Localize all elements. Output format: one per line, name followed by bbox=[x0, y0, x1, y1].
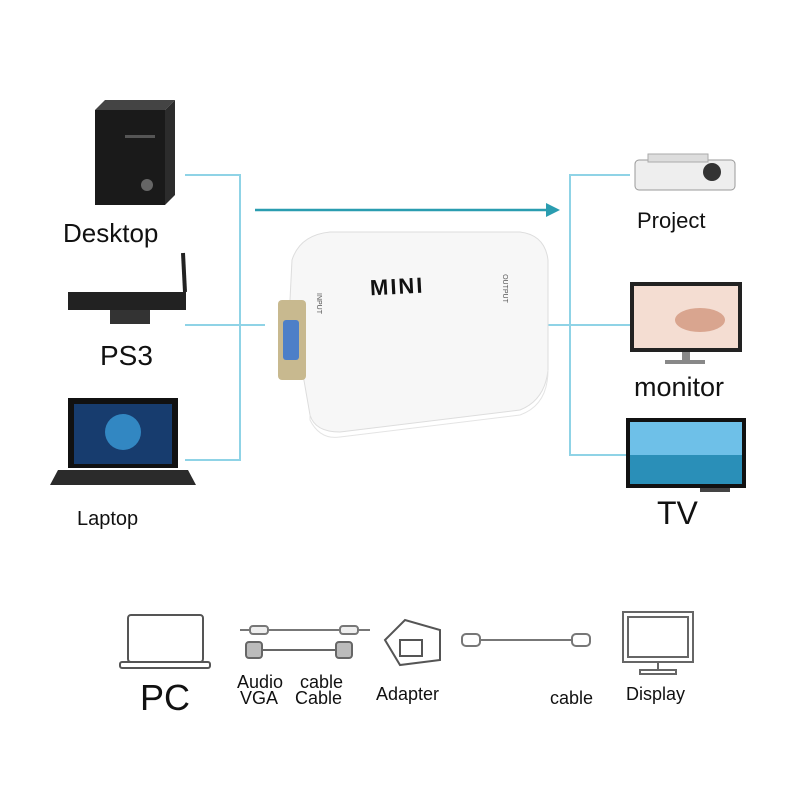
adapter-outline-icon bbox=[383, 618, 441, 667]
bottom-label-pc: PC bbox=[140, 677, 191, 718]
adapter-output-label: OUTPUT bbox=[500, 274, 508, 303]
left-bracket bbox=[185, 174, 265, 461]
bottom-label-cable: cable bbox=[300, 672, 344, 692]
adapter-device bbox=[278, 231, 549, 438]
projector-icon bbox=[634, 153, 736, 191]
pc-laptop-outline-icon bbox=[119, 614, 211, 669]
source-label-laptop: Laptop bbox=[77, 508, 139, 530]
bottom-label-hdmi-cable: cable bbox=[550, 688, 594, 708]
monitor-icon bbox=[630, 282, 742, 364]
laptop-icon bbox=[50, 398, 196, 485]
ps3-icon bbox=[68, 252, 187, 324]
audio-cable-icon bbox=[240, 625, 370, 635]
tv-icon bbox=[626, 418, 746, 492]
source-label-ps3: PS3 bbox=[100, 340, 153, 371]
bottom-label-audio: Audio bbox=[237, 672, 284, 692]
bottom-label-vga: VGA bbox=[240, 688, 279, 708]
adapter-brand: MINI bbox=[369, 272, 426, 301]
bottom-label-display: Display bbox=[626, 684, 686, 704]
right-bracket bbox=[545, 174, 630, 456]
desktop-icon bbox=[95, 100, 175, 205]
bottom-label-vga-cable: Cable bbox=[295, 688, 343, 708]
bottom-label-adapter: Adapter bbox=[376, 684, 440, 704]
arrow bbox=[255, 203, 560, 217]
output-label-tv: TV bbox=[657, 495, 698, 531]
source-label-desktop: Desktop bbox=[63, 218, 159, 248]
output-label-monitor: monitor bbox=[634, 372, 725, 402]
vga-cable-icon bbox=[245, 641, 353, 659]
output-label-projector: Project bbox=[637, 208, 706, 233]
adapter-input-label: INPUT bbox=[315, 293, 322, 314]
display-outline-icon bbox=[622, 611, 694, 675]
hdmi-cable-icon bbox=[461, 633, 591, 647]
